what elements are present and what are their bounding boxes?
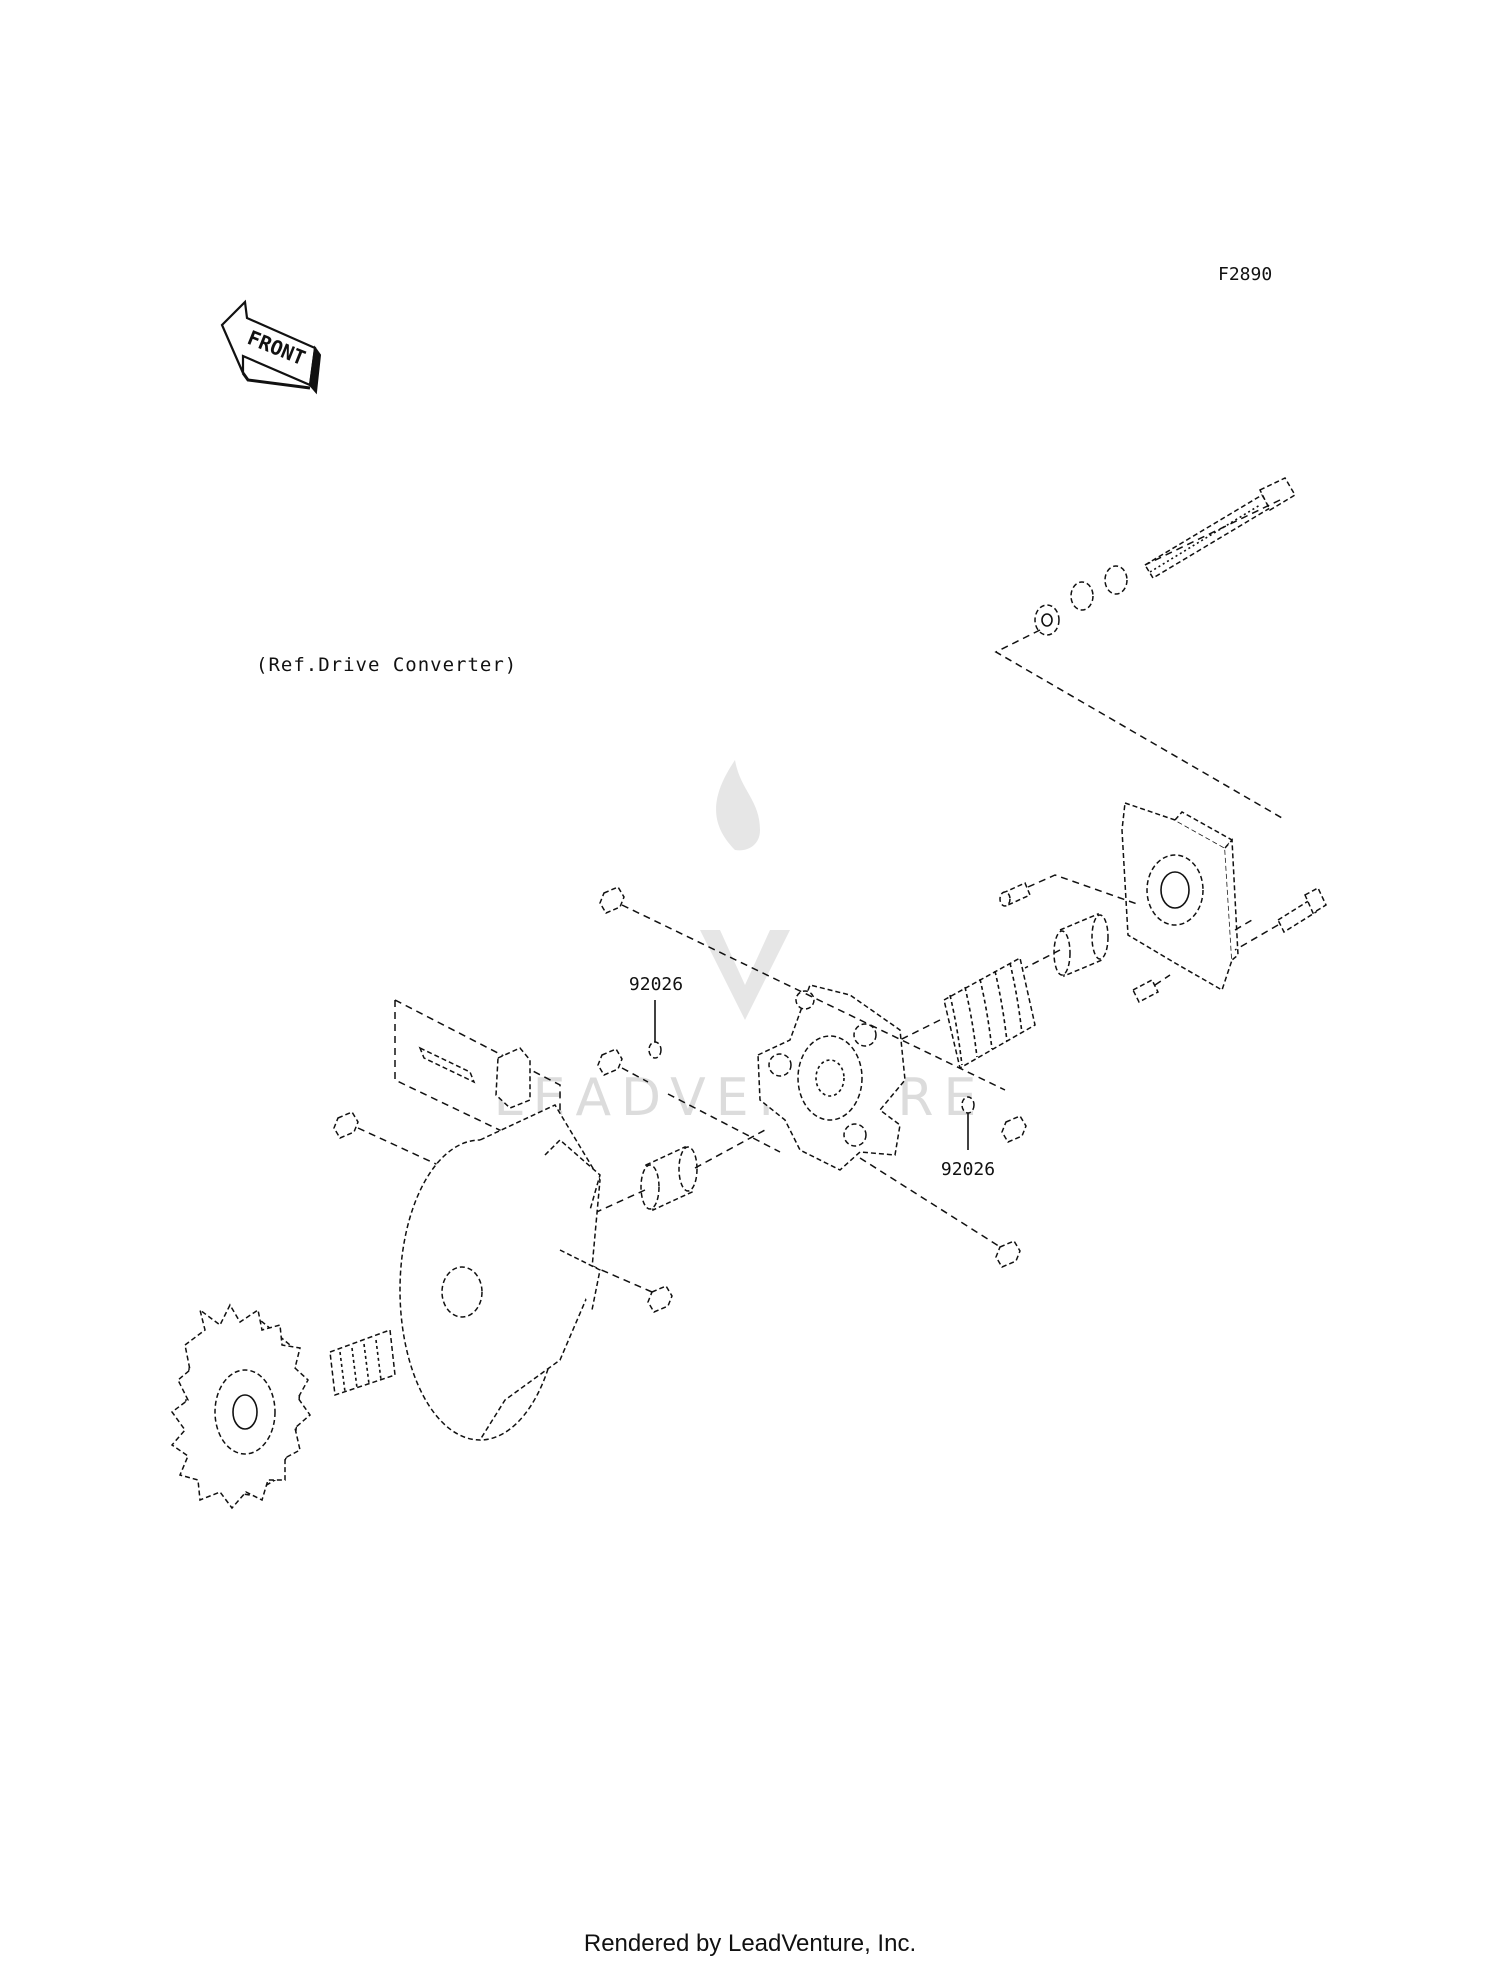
nut-right-upper xyxy=(1001,1115,1027,1143)
nut-left xyxy=(333,1111,359,1139)
part-callout-92026-right: 92026 xyxy=(941,1159,995,1180)
spring xyxy=(943,956,1036,1070)
washer-1 xyxy=(1104,565,1128,595)
washer-2 xyxy=(1070,581,1094,611)
watermark-flame-icon xyxy=(716,760,760,851)
pin-upper xyxy=(999,881,1031,907)
short-bolt xyxy=(1277,886,1327,934)
footer-credit: Rendered by LeadVenture, Inc. xyxy=(583,1930,917,1957)
nut-top xyxy=(599,886,625,914)
part-callout-92026-left: 92026 xyxy=(629,974,683,995)
long-bolt xyxy=(1143,477,1297,580)
o-ring-right xyxy=(961,1096,975,1114)
fixed-sheave-fan xyxy=(170,1303,396,1510)
nut-mid xyxy=(597,1048,623,1076)
watermark-text: LEADVENTURE xyxy=(494,1068,987,1128)
movable-sheave xyxy=(399,1104,601,1441)
cover-plate xyxy=(1121,801,1239,992)
front-arrow-icon: FRONT xyxy=(220,299,322,395)
o-ring-left xyxy=(648,1041,662,1059)
spider-hub xyxy=(757,984,906,1171)
nut-lower xyxy=(647,1285,673,1313)
pin-lower xyxy=(1132,978,1159,1004)
watermark-v-icon xyxy=(700,930,790,1020)
reference-note: (Ref.Drive Converter) xyxy=(256,654,517,676)
figure-code: F2890 xyxy=(1218,264,1272,285)
bushing-right xyxy=(1053,912,1109,978)
bushing-left xyxy=(640,1145,698,1212)
bushing-top xyxy=(1034,604,1060,636)
watermark: LEADVENTURE xyxy=(494,760,987,1128)
nut-right-lower xyxy=(995,1240,1021,1268)
